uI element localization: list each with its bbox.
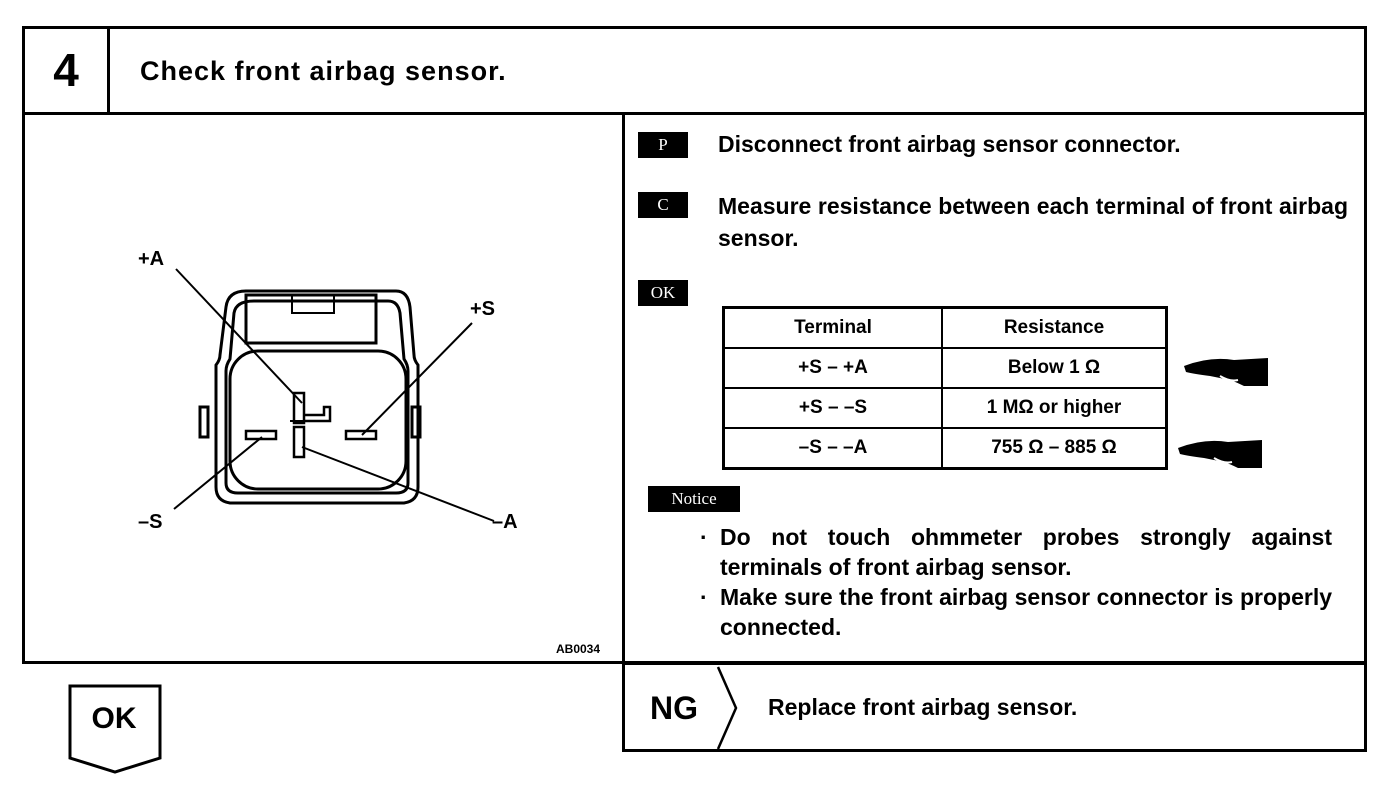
- ng-result-label: NG: [650, 690, 698, 726]
- table-cell: 755 Ω – 885 Ω: [941, 427, 1168, 470]
- table-row: +S – –S 1 MΩ or higher: [722, 387, 1168, 429]
- ok-tag: OK: [638, 280, 688, 306]
- terminal-minus-a: [292, 425, 306, 459]
- prep-tag: P: [638, 132, 688, 158]
- prep-instruction: Disconnect front airbag sensor connector…: [718, 131, 1181, 157]
- pointing-hand-icon: [1184, 358, 1268, 386]
- terminal-plus-s: [344, 429, 378, 441]
- pointing-hand-icon: [1178, 440, 1262, 468]
- label-minus-s: –S: [138, 511, 163, 533]
- list-item: · Make sure the front airbag sensor conn…: [700, 582, 1332, 642]
- table-cell: 1 MΩ or higher: [941, 387, 1168, 429]
- table-cell: +S – –S: [722, 387, 943, 429]
- step-title: Check front airbag sensor.: [140, 56, 507, 86]
- table-cell: +S – +A: [722, 347, 943, 389]
- table-header-row: Terminal Resistance: [722, 306, 1168, 349]
- label-minus-a: –A: [492, 511, 518, 533]
- bullet: ·: [700, 584, 708, 610]
- table-header: Terminal: [722, 306, 943, 349]
- ng-result-box: [622, 662, 1367, 752]
- figure-code: AB0034: [556, 642, 601, 656]
- table-header: Resistance: [941, 306, 1168, 349]
- table-cell: Below 1 Ω: [941, 347, 1168, 389]
- label-plus-a: +A: [138, 248, 165, 270]
- step-number: 4: [53, 44, 79, 96]
- notice-list: · Do not touch ohmmeter probes strongly …: [700, 522, 1332, 642]
- resistance-table: Terminal Resistance +S – +A Below 1 Ω +S…: [722, 306, 1168, 470]
- connector-opening: [228, 349, 408, 491]
- label-plus-s: +S: [470, 298, 496, 320]
- column-divider: [622, 112, 625, 664]
- table-row: –S – –A 755 Ω – 885 Ω: [722, 427, 1168, 470]
- ok-arrow-box: [68, 684, 162, 774]
- list-item: · Do not touch ohmmeter probes strongly …: [700, 522, 1332, 582]
- check-instruction: Measure resistance between each terminal…: [718, 193, 1348, 251]
- ok-result-label: OK: [91, 702, 137, 735]
- table-row: +S – +A Below 1 Ω: [722, 347, 1168, 389]
- step-number-box: [22, 26, 110, 114]
- table-cell: –S – –A: [722, 427, 943, 470]
- notice-tag: Notice: [648, 486, 740, 512]
- notice-item: Make sure the front airbag sensor connec…: [720, 584, 1332, 640]
- bullet: ·: [700, 524, 708, 550]
- check-tag: C: [638, 192, 688, 218]
- terminal-plus-a: [292, 391, 306, 425]
- connector-diagram: [173, 268, 495, 522]
- connector-housing: [214, 289, 420, 505]
- chevron-right-icon: [716, 666, 738, 750]
- ng-result-text: Replace front airbag sensor.: [768, 694, 1078, 720]
- header-divider: [22, 112, 1367, 115]
- notice-item: Do not touch ohmmeter probes strongly ag…: [720, 524, 1332, 580]
